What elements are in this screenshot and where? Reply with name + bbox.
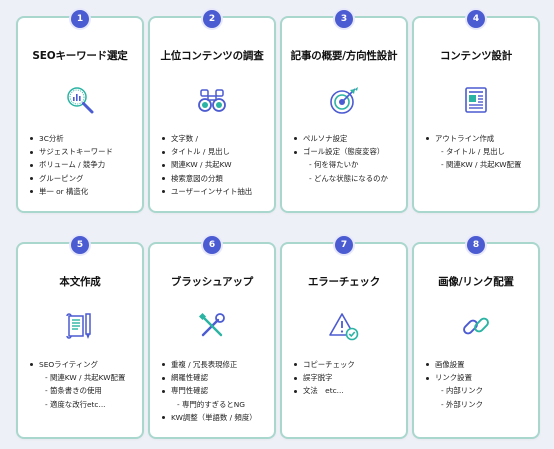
list-item: グルーピング bbox=[30, 172, 138, 185]
step-title: 画像/リンク配置 bbox=[438, 276, 514, 288]
step-items: 重複 / 冗長表現修正 網羅性確認 専門性確認 - 専門的すぎるとNG KW調整… bbox=[162, 358, 270, 424]
step-card-6: 6 ブラッシュアップ 重複 / 冗長表現修正 網羅性確認 専門性確認 - 専門的… bbox=[148, 236, 276, 439]
list-item: 単一 or 構造化 bbox=[30, 185, 138, 198]
list-item: KW調整（単語数 / 頻度） bbox=[162, 411, 270, 424]
step-card-8: 8 画像/リンク配置 画像設置 リンク設置 - 内部リンク - 外部リンク bbox=[412, 236, 540, 439]
list-item: 網羅性確認 bbox=[162, 371, 270, 384]
step-items: 画像設置 リンク設置 - 内部リンク - 外部リンク bbox=[426, 358, 534, 411]
process-grid: 1 SEOキーワード選定 3C分析 サジェストキーワード ボリューム / 競争力… bbox=[16, 10, 542, 446]
list-item: ユーザーインサイト抽出 bbox=[162, 185, 270, 198]
list-item: コピーチェック bbox=[294, 358, 402, 371]
list-subitem: - 専門的すぎるとNG bbox=[177, 399, 246, 409]
step-title: 記事の概要/方向性設計 bbox=[290, 50, 398, 62]
step-items: SEOライティング - 関連KW / 共起KW配置 - 箇条書きの使用 - 適度… bbox=[30, 358, 138, 411]
link-chain-icon bbox=[460, 310, 492, 342]
step-card-1: 1 SEOキーワード選定 3C分析 サジェストキーワード ボリューム / 競争力… bbox=[16, 10, 144, 213]
step-card-3: 3 記事の概要/方向性設計 ペルソナ設定 ゴール設定（態度変容） - 何を得たい… bbox=[280, 10, 408, 213]
step-number-badge: 3 bbox=[335, 10, 353, 28]
step-number-badge: 8 bbox=[467, 236, 485, 254]
list-item: 重複 / 冗長表現修正 bbox=[162, 358, 270, 371]
list-item: サジェストキーワード bbox=[30, 145, 138, 158]
step-items: コピーチェック 誤字脱字 文法 etc... bbox=[294, 358, 402, 398]
list-item: ペルソナ設定 bbox=[294, 132, 402, 145]
step-card-7: 7 エラーチェック コピーチェック 誤字脱字 文法 etc... bbox=[280, 236, 408, 439]
tools-icon bbox=[196, 310, 228, 342]
list-item: 画像設置 bbox=[426, 358, 534, 371]
step-items: ペルソナ設定 ゴール設定（態度変容） - 何を得たいか - どんな状態になるのか bbox=[294, 132, 402, 185]
analytics-magnifier-icon bbox=[64, 84, 96, 116]
list-subitem: - 内部リンク bbox=[441, 386, 483, 396]
scroll-pen-icon bbox=[64, 310, 96, 342]
step-title: 上位コンテンツの調査 bbox=[160, 50, 264, 62]
list-subitem: - どんな状態になるのか bbox=[309, 173, 388, 183]
step-card-2: 2 上位コンテンツの調査 文字数 / タイトル / 見出し 関連KW / 共起K… bbox=[148, 10, 276, 213]
target-arrow-icon bbox=[328, 84, 360, 116]
step-items: アウトライン作成 - タイトル / 見出し - 関連KW / 共起KW配置 bbox=[426, 132, 534, 172]
step-card-5: 5 本文作成 SEOライティング - 関連KW / 共起KW配置 - 箇条書きの… bbox=[16, 236, 144, 439]
list-item: タイトル / 見出し bbox=[162, 145, 270, 158]
list-item: リンク設置 bbox=[426, 371, 534, 384]
step-number-badge: 4 bbox=[467, 10, 485, 28]
list-subitem: - 箇条書きの使用 bbox=[45, 386, 102, 396]
list-item: 3C分析 bbox=[30, 132, 138, 145]
list-item: 専門性確認 bbox=[162, 384, 270, 397]
list-item: 文字数 / bbox=[162, 132, 270, 145]
layout-document-icon bbox=[460, 84, 492, 116]
list-item: 誤字脱字 bbox=[294, 371, 402, 384]
step-title: エラーチェック bbox=[307, 276, 381, 288]
warning-check-icon bbox=[328, 310, 360, 342]
step-items: 3C分析 サジェストキーワード ボリューム / 競争力 グルーピング 単一 or… bbox=[30, 132, 138, 198]
step-items: 文字数 / タイトル / 見出し 関連KW / 共起KW 検索意図の分類 ユーザ… bbox=[162, 132, 270, 198]
list-item: 文法 etc... bbox=[294, 384, 402, 397]
list-subitem: - 何を得たいか bbox=[309, 160, 359, 170]
list-subitem: - 関連KW / 共起KW配置 bbox=[441, 160, 522, 170]
step-number-badge: 2 bbox=[203, 10, 221, 28]
list-item: アウトライン作成 bbox=[426, 132, 534, 145]
step-title: ブラッシュアップ bbox=[170, 276, 254, 288]
list-item: 検索意図の分類 bbox=[162, 172, 270, 185]
list-subitem: - 適度な改行etc... bbox=[45, 399, 106, 409]
step-number-badge: 1 bbox=[71, 10, 89, 28]
step-title: 本文作成 bbox=[59, 276, 101, 288]
step-card-4: 4 コンテンツ設計 アウトライン作成 - タイトル / 見出し - 関連KW /… bbox=[412, 10, 540, 213]
list-item: ボリューム / 競争力 bbox=[30, 158, 138, 171]
step-title: コンテンツ設計 bbox=[439, 50, 513, 62]
list-item: ゴール設定（態度変容） bbox=[294, 145, 402, 158]
list-subitem: - 外部リンク bbox=[441, 399, 483, 409]
list-item: SEOライティング bbox=[30, 358, 138, 371]
step-number-badge: 6 bbox=[203, 236, 221, 254]
list-subitem: - タイトル / 見出し bbox=[441, 147, 505, 157]
step-number-badge: 7 bbox=[335, 236, 353, 254]
binoculars-icon bbox=[196, 84, 228, 116]
list-subitem: - 関連KW / 共起KW配置 bbox=[45, 373, 126, 383]
step-number-badge: 5 bbox=[71, 236, 89, 254]
step-title: SEOキーワード選定 bbox=[32, 50, 128, 62]
list-item: 関連KW / 共起KW bbox=[162, 158, 270, 171]
